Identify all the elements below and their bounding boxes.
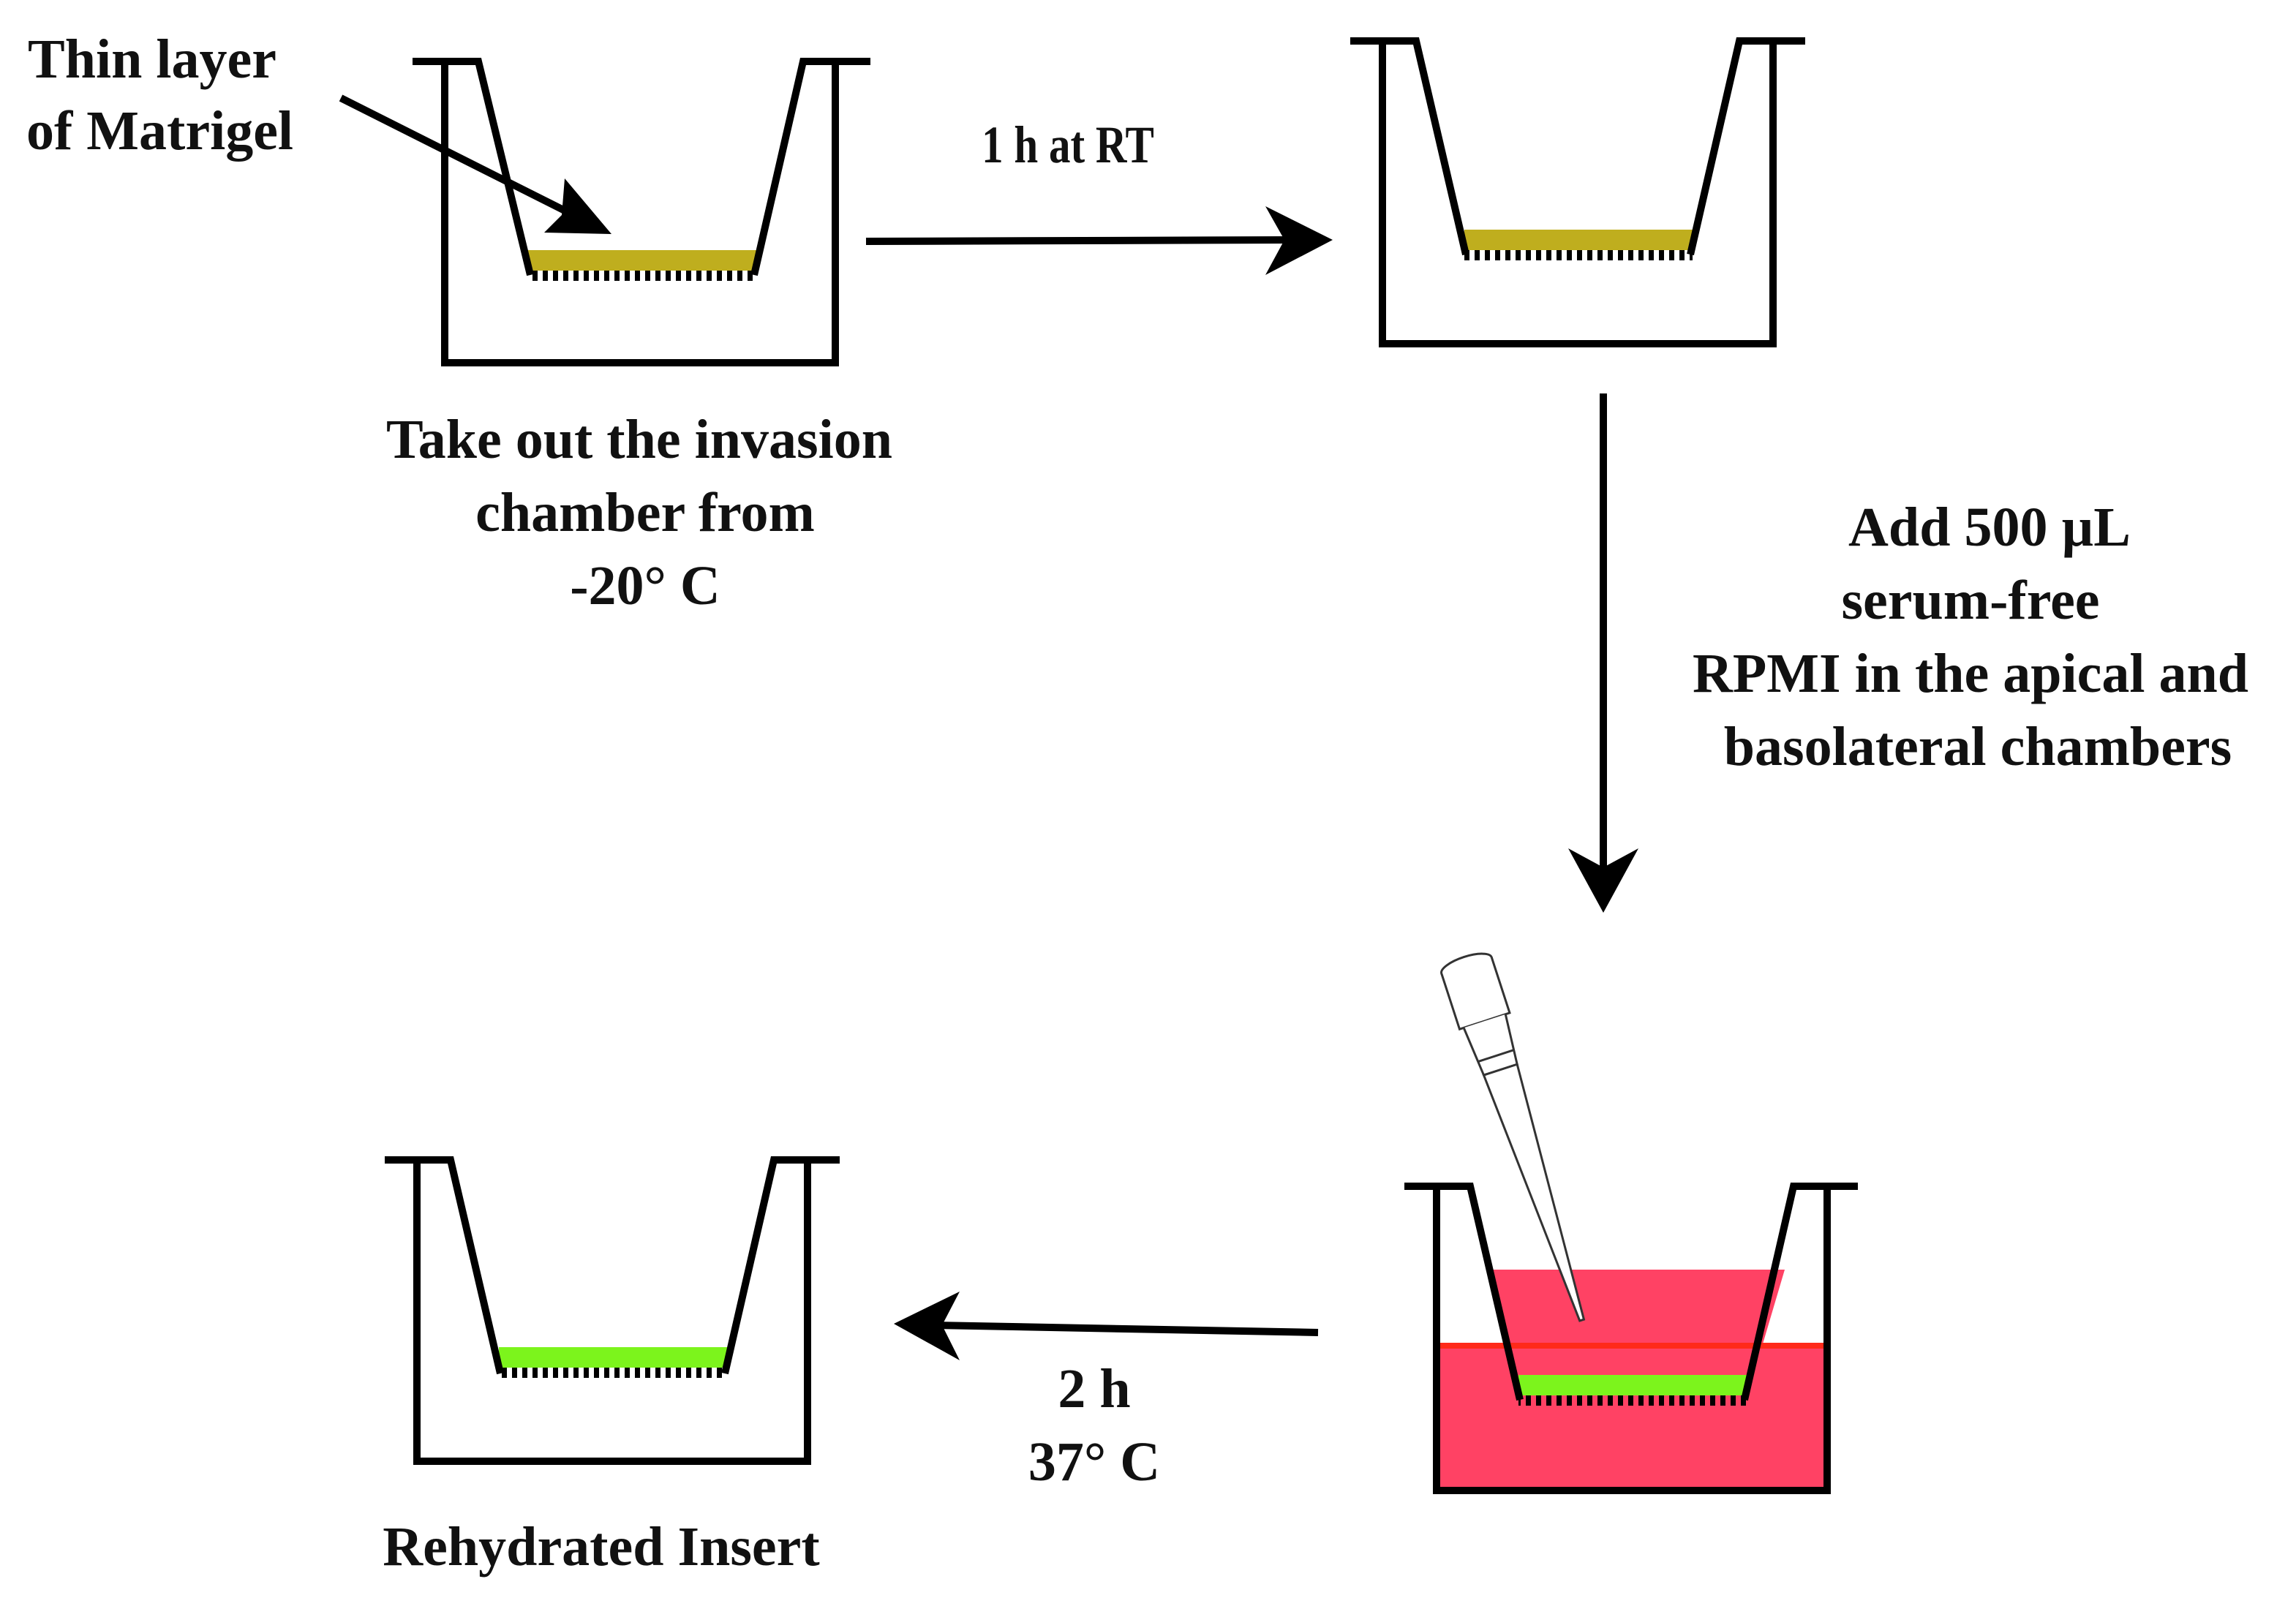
membrane bbox=[1518, 1395, 1747, 1406]
insert-outline bbox=[1350, 37, 1469, 256]
insert-outline bbox=[413, 58, 534, 276]
matrigel-pointer-arrow bbox=[339, 94, 611, 234]
rehydrated-insert-caption: Rehydrated Insert bbox=[383, 1516, 819, 1578]
incubation-time-label: 2 h bbox=[1058, 1358, 1130, 1420]
matrigel-layer-dry bbox=[1464, 230, 1693, 250]
matrigel-label-line2: of Matrigel bbox=[26, 100, 293, 162]
insert-outline bbox=[750, 58, 870, 276]
add-medium-label-line3: RPMI in the apical and bbox=[1693, 643, 2248, 704]
chamber-1-dry bbox=[413, 58, 870, 366]
insert-outline bbox=[1741, 1183, 1858, 1401]
step1-caption-line2: chamber from bbox=[475, 482, 815, 543]
arrow-step-2-to-3 bbox=[1568, 393, 1638, 913]
matrigel-layer-rehydrated bbox=[1518, 1375, 1747, 1395]
matrigel-label-line1: Thin layer bbox=[28, 29, 276, 90]
step1-caption-line1: Take out the invasion bbox=[386, 409, 892, 470]
matrigel-layer-rehydrated bbox=[499, 1347, 727, 1368]
chamber-2-room-temperature bbox=[1350, 37, 1805, 347]
insert-outline bbox=[385, 1156, 504, 1375]
arrow-step-1-to-2 bbox=[865, 206, 1333, 275]
insert-outline bbox=[1687, 37, 1805, 256]
add-medium-label-line4: basolateral chambers bbox=[1724, 716, 2232, 777]
membrane bbox=[528, 271, 756, 281]
apical-medium bbox=[1491, 1270, 1785, 1398]
pipette-tip-icon bbox=[1440, 952, 1586, 1322]
insert-outline bbox=[721, 1156, 840, 1375]
well-outline bbox=[1379, 41, 1777, 347]
matrigel-layer-dry bbox=[528, 250, 756, 271]
well-outline bbox=[1433, 1186, 1831, 1494]
chamber-4-rehydrated bbox=[385, 1156, 840, 1465]
insert-outline bbox=[1404, 1183, 1524, 1401]
add-medium-label-line1: Add 500 µL bbox=[1848, 497, 2131, 558]
membrane bbox=[1464, 250, 1693, 260]
membrane bbox=[499, 1368, 727, 1378]
well-outline bbox=[413, 1160, 811, 1465]
chamber-3-medium-added bbox=[1404, 952, 1858, 1494]
room-temperature-label: 1 h at RT bbox=[982, 116, 1154, 175]
incubation-temperature-label: 37° C bbox=[1028, 1431, 1160, 1493]
step1-caption-line3: -20° C bbox=[570, 555, 720, 617]
well-outline bbox=[441, 61, 839, 366]
add-medium-label-line2: serum-free bbox=[1841, 570, 2099, 631]
arrow-step-3-to-4 bbox=[894, 1292, 1319, 1360]
